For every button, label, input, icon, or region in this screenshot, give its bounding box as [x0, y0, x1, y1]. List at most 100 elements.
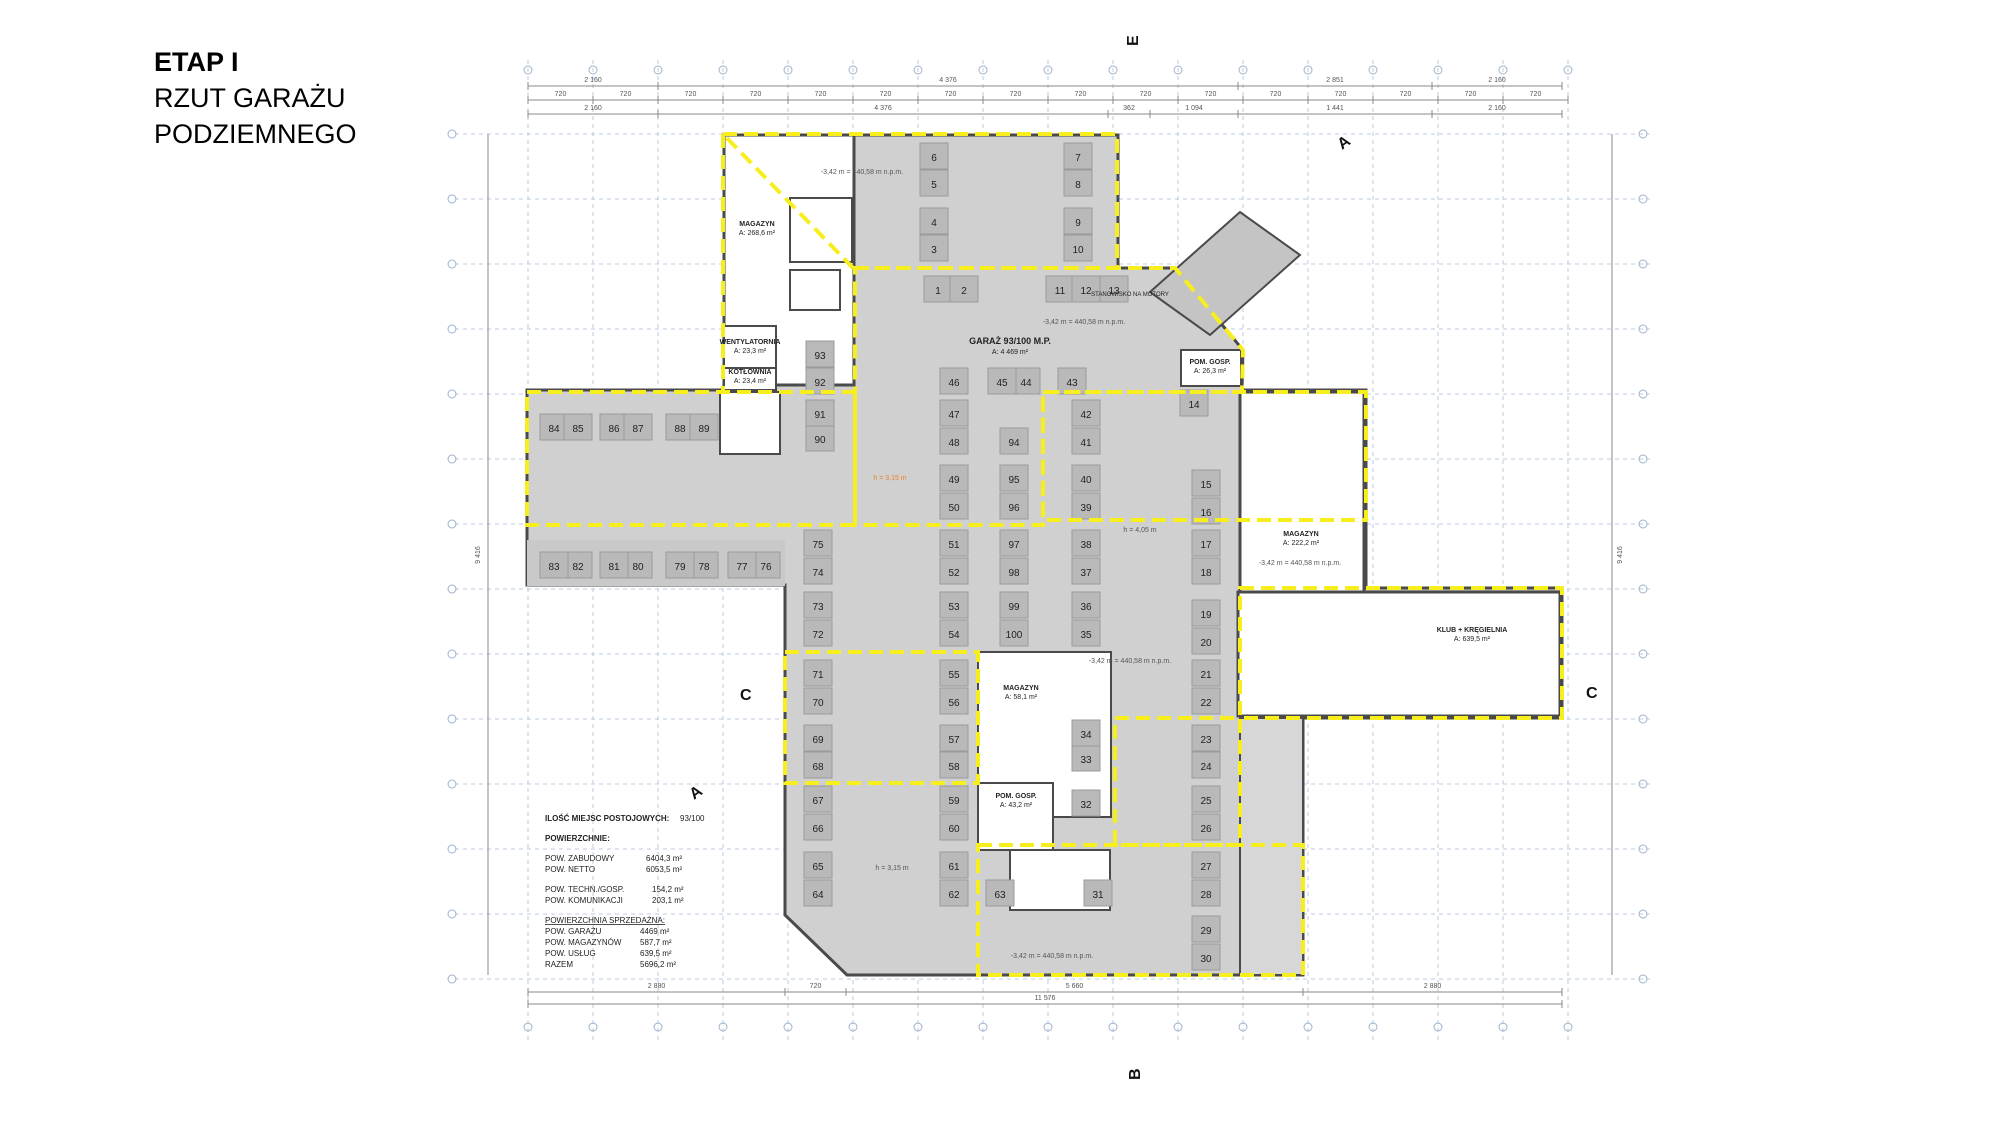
parking-stall-100: 100 [999, 619, 1029, 647]
level-center: -3,42 m = 440,58 m n.p.m. [1089, 658, 1171, 665]
parking-stall-45: 45 [987, 367, 1017, 395]
grid-bubble [1638, 714, 1648, 724]
area-statistics: ILOŚĆ MIEJSC POSTOJOWYCH:93/100POWIERZCH… [545, 814, 705, 969]
grid-bubble [1638, 259, 1648, 269]
parking-stall-95: 95 [999, 464, 1029, 492]
dim-label: 4 376 [874, 105, 892, 112]
grid-bubble [913, 1022, 923, 1032]
room-pom-gosp-s: POM. GOSP. [995, 793, 1036, 800]
height-2: h = 4,05 m [1123, 527, 1156, 534]
stall-number: 54 [948, 630, 960, 641]
grid-bubble [718, 65, 728, 75]
stall-number: 30 [1200, 954, 1212, 965]
grid-bubble [447, 844, 457, 854]
stall-number: 1 [935, 286, 941, 297]
room-garaz-area: A: 4 469 m² [992, 349, 1029, 356]
stall-number: 22 [1200, 698, 1212, 709]
parking-stall-11: 11 [1045, 275, 1075, 303]
grid-bubble [1303, 1022, 1313, 1032]
parking-stall-48: 48 [939, 427, 969, 455]
stall-number: 82 [572, 562, 584, 573]
parking-stall-54: 54 [939, 619, 969, 647]
dim-label: 11 576 [1035, 995, 1056, 1002]
parking-stall-29: 29 [1191, 915, 1221, 943]
stall-number: 69 [812, 735, 824, 746]
parking-stall-74: 74 [803, 557, 833, 585]
stall-number: 70 [812, 698, 824, 709]
parking-stall-78: 78 [689, 551, 719, 579]
stall-number: 81 [608, 562, 620, 573]
areas-header: POWIERZCHNIE: [545, 834, 610, 843]
stall-number: 11 [1055, 286, 1066, 297]
grid-bubble [1638, 194, 1648, 204]
grid-bubble [447, 779, 457, 789]
title-line-3: PODZIEMNEGO [154, 119, 357, 149]
area-value: 6053,5 m² [646, 865, 682, 874]
area-label: POW. ZABUDOWY [545, 854, 615, 863]
parking-stall-94: 94 [999, 427, 1029, 455]
stall-number: 44 [1020, 378, 1032, 389]
parking-stall-89: 89 [689, 413, 719, 441]
height-1: h = 3,15 m [873, 475, 906, 482]
stall-number: 96 [1008, 503, 1020, 514]
parking-stall-4: 4 [919, 207, 949, 235]
grid-bubble [1238, 1022, 1248, 1032]
stall-number: 36 [1080, 602, 1092, 613]
dim-label: 2 160 [584, 77, 602, 84]
grid-bubble [1638, 909, 1648, 919]
section-marker-a-bottom: A [687, 782, 707, 803]
room-magazyn-c: MAGAZYN [1003, 685, 1038, 692]
stall-number: 58 [948, 762, 960, 773]
area-label: POW. NETTO [545, 865, 595, 874]
stall-number: 87 [632, 424, 644, 435]
parking-stall-44: 44 [1011, 367, 1041, 395]
parking-stall-5: 5 [919, 169, 949, 197]
stall-number: 89 [698, 424, 710, 435]
parking-stall-83: 83 [539, 551, 569, 579]
dim-label: 720 [810, 983, 822, 990]
parking-stall-49: 49 [939, 464, 969, 492]
parking-stall-33: 33 [1071, 744, 1101, 772]
stall-number: 49 [948, 475, 960, 486]
dim-label: 720 [1010, 91, 1022, 98]
stall-number: 5 [931, 180, 937, 191]
parking-stall-13: 13 [1099, 275, 1129, 303]
grid-bubble [1108, 65, 1118, 75]
parking-stall-15: 15 [1191, 469, 1221, 497]
stall-number: 74 [812, 568, 824, 579]
dim-label: 2 160 [1488, 105, 1506, 112]
level-east: -3,42 m = 440,58 m n.p.m. [1259, 560, 1341, 567]
grid-bubble [783, 1022, 793, 1032]
parking-stall-3: 3 [919, 234, 949, 262]
parking-stall-90: 90 [805, 424, 835, 452]
stall-number: 83 [548, 562, 560, 573]
height-3: h = 3,15 m [875, 865, 908, 872]
grid-bubble [1043, 65, 1053, 75]
grid-bubble [653, 1022, 663, 1032]
parking-stall-50: 50 [939, 492, 969, 520]
grid-bubble [1238, 65, 1248, 75]
stall-number: 61 [948, 862, 960, 873]
room-magazyn-nw-area: A: 268,6 m² [739, 230, 776, 237]
parking-stall-37: 37 [1071, 557, 1101, 585]
grid-bubble [447, 194, 457, 204]
stall-number: 68 [812, 762, 824, 773]
parking-stall-59: 59 [939, 785, 969, 813]
stall-number: 39 [1080, 503, 1092, 514]
parking-stall-24: 24 [1191, 751, 1221, 779]
dim-label: 720 [1465, 91, 1477, 98]
room-kotlownia-area: A: 23,4 m² [734, 378, 767, 385]
stall-number: 65 [812, 862, 824, 873]
room-wentylatornia-area: A: 23,3 m² [734, 348, 767, 355]
stall-number: 53 [948, 602, 960, 613]
parking-stall-12: 12 [1071, 275, 1101, 303]
section-markers: A A C C E B [687, 35, 1598, 1080]
parking-stall-39: 39 [1071, 492, 1101, 520]
grid-bubble [1638, 584, 1648, 594]
dim-label: 2 880 [1424, 983, 1442, 990]
grid-bubble [978, 65, 988, 75]
stall-number: 12 [1080, 286, 1092, 297]
stall-number: 86 [608, 424, 620, 435]
